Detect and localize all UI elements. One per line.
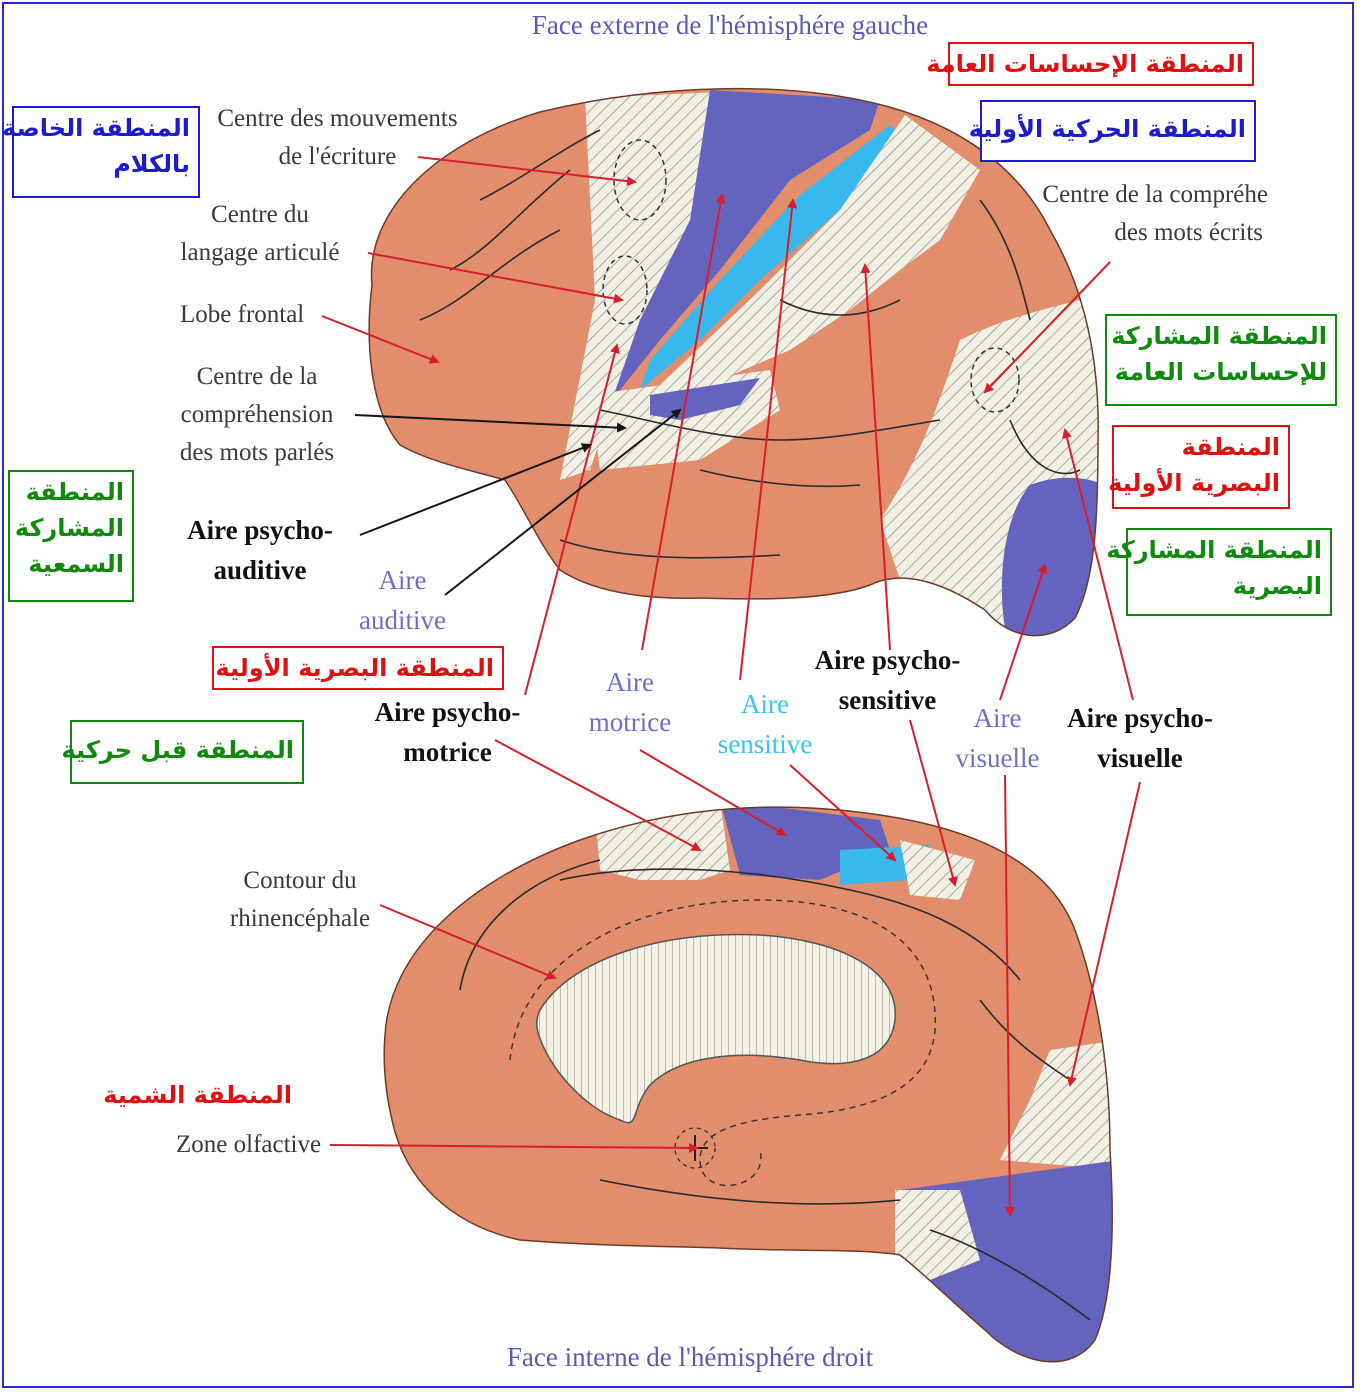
label-lobe-frontal: Lobe frontal xyxy=(180,296,304,334)
top-title: Face externe de l'hémisphére gauche xyxy=(490,6,970,44)
label-aire-psycho-motrice: Aire psycho-motrice xyxy=(355,692,540,772)
bottom-title: Face interne de l'hémisphére droit xyxy=(450,1338,930,1376)
ar-visuelle-primaire-mid: المنطقة البصرية الأولية xyxy=(212,646,504,690)
label-aire-psycho-auditive: Aire psycho-auditive xyxy=(170,510,350,590)
ar-olfactive: المنطقة الشمية xyxy=(120,1075,300,1119)
ar-motrice-primaire: المنطقة الحركية الأولية xyxy=(980,100,1256,162)
ar-sensations-generales: المنطقة الإحساسات العامة xyxy=(948,42,1254,86)
visual-area xyxy=(1002,478,1120,650)
label-zone-olfactive: Zone olfactive xyxy=(176,1126,321,1164)
label-aire-psycho-visuelle: Aire psycho-visuelle xyxy=(1050,698,1230,778)
medial-premotor xyxy=(595,800,730,880)
ar-premotrice: المنطقة قبل حركية xyxy=(70,720,304,784)
